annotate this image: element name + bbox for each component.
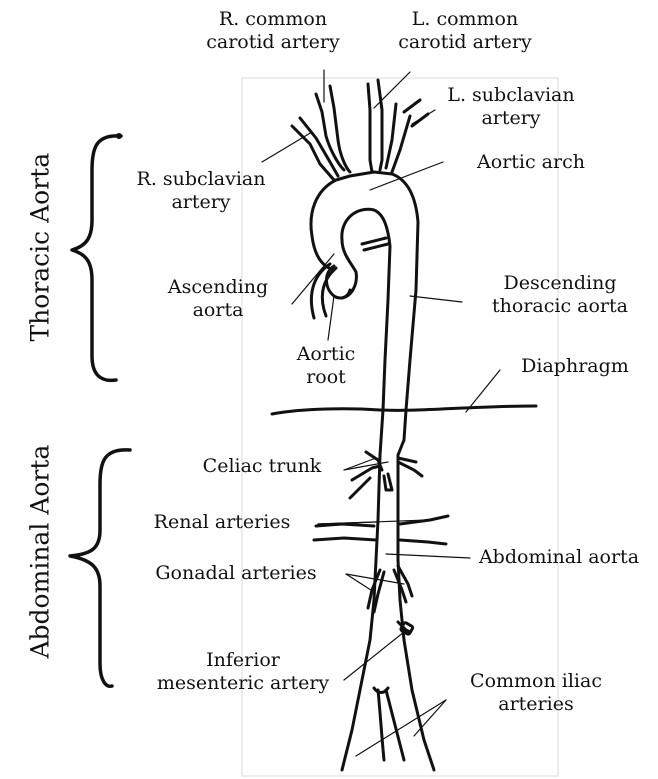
- aortic-root-label: Aortic root: [276, 343, 376, 389]
- diaphragm-label: Diaphragm: [500, 355, 650, 378]
- aortic-arch-label: Aortic arch: [446, 151, 616, 174]
- ascending-aorta-label: Ascending aorta: [148, 276, 288, 322]
- r-subclavian-label: R. subclavian artery: [116, 168, 286, 214]
- common-iliac-label: Common iliac arteries: [446, 670, 626, 716]
- l-subclavian-label: L. subclavian artery: [426, 84, 596, 130]
- celiac-trunk-label: Celiac trunk: [182, 455, 342, 478]
- thoracic-brace-tip: [116, 133, 122, 139]
- descending-thoracic-label: Descending thoracic aorta: [470, 272, 650, 318]
- gonadal-arteries-label: Gonadal arteries: [132, 562, 340, 585]
- abdominal-aorta-title: Abdominal Aorta: [26, 459, 55, 659]
- thoracic-aorta-title: Thoracic Aorta: [26, 172, 55, 342]
- r-common-carotid-label: R. common carotid artery: [188, 8, 358, 54]
- diaphragm-line: [272, 406, 536, 414]
- abdominal-brace: [70, 450, 130, 686]
- l-common-carotid-label: L. common carotid artery: [380, 8, 550, 54]
- renal-arteries-label: Renal arteries: [134, 511, 310, 534]
- inferior-mesenteric-label: Inferior mesenteric artery: [148, 649, 338, 695]
- abdominal-aorta-label: Abdominal aorta: [462, 546, 656, 569]
- thoracic-brace: [72, 136, 121, 381]
